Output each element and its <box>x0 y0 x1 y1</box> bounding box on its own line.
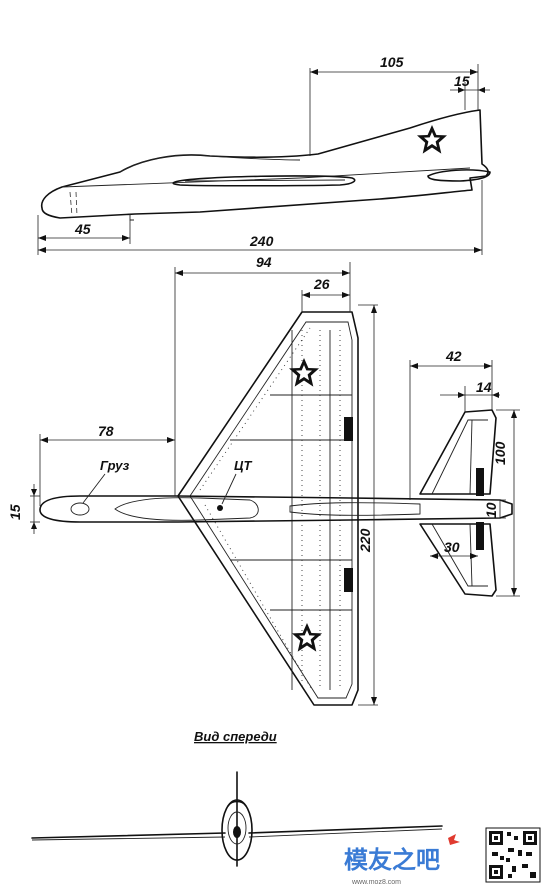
plane-logo-icon <box>448 834 460 845</box>
front-view-title: Вид спереди <box>194 729 277 744</box>
side-view: 105 15 45 240 <box>37 54 491 255</box>
dim-plan-fuse: 15 <box>7 504 23 520</box>
front-view: Вид спереди <box>31 729 443 867</box>
label-cg: ЦТ <box>234 458 252 473</box>
star-icon <box>417 125 447 154</box>
star-icon <box>292 623 322 652</box>
dim-side-fin: 15 <box>454 73 470 89</box>
watermark: 模友之吧 www.moz8.com <box>344 827 541 886</box>
dim-plan-tip: 26 <box>313 276 330 292</box>
dim-plan-wing-span: 220 <box>357 528 373 553</box>
dim-side-top: 105 <box>380 54 404 70</box>
dim-plan-ht: 42 <box>445 348 462 364</box>
star-icon <box>289 358 319 387</box>
dim-plan-ht-chord: 30 <box>444 539 460 555</box>
dim-side-nose: 45 <box>74 221 91 237</box>
label-weight: Груз <box>100 458 130 473</box>
dim-plan-ht-tip: 14 <box>476 379 492 395</box>
plan-view: Груз ЦТ <box>7 254 520 706</box>
qr-icon <box>485 827 541 883</box>
watermark-url: www.moz8.com <box>351 879 401 886</box>
dim-plan-span: 94 <box>256 254 272 270</box>
dim-plan-ht-root: 10 <box>483 502 499 518</box>
watermark-brand: 模友之吧 <box>344 846 440 874</box>
dim-side-total: 240 <box>249 233 274 249</box>
dim-plan-ht-span: 100 <box>492 441 508 465</box>
dim-plan-nose: 78 <box>98 423 114 439</box>
